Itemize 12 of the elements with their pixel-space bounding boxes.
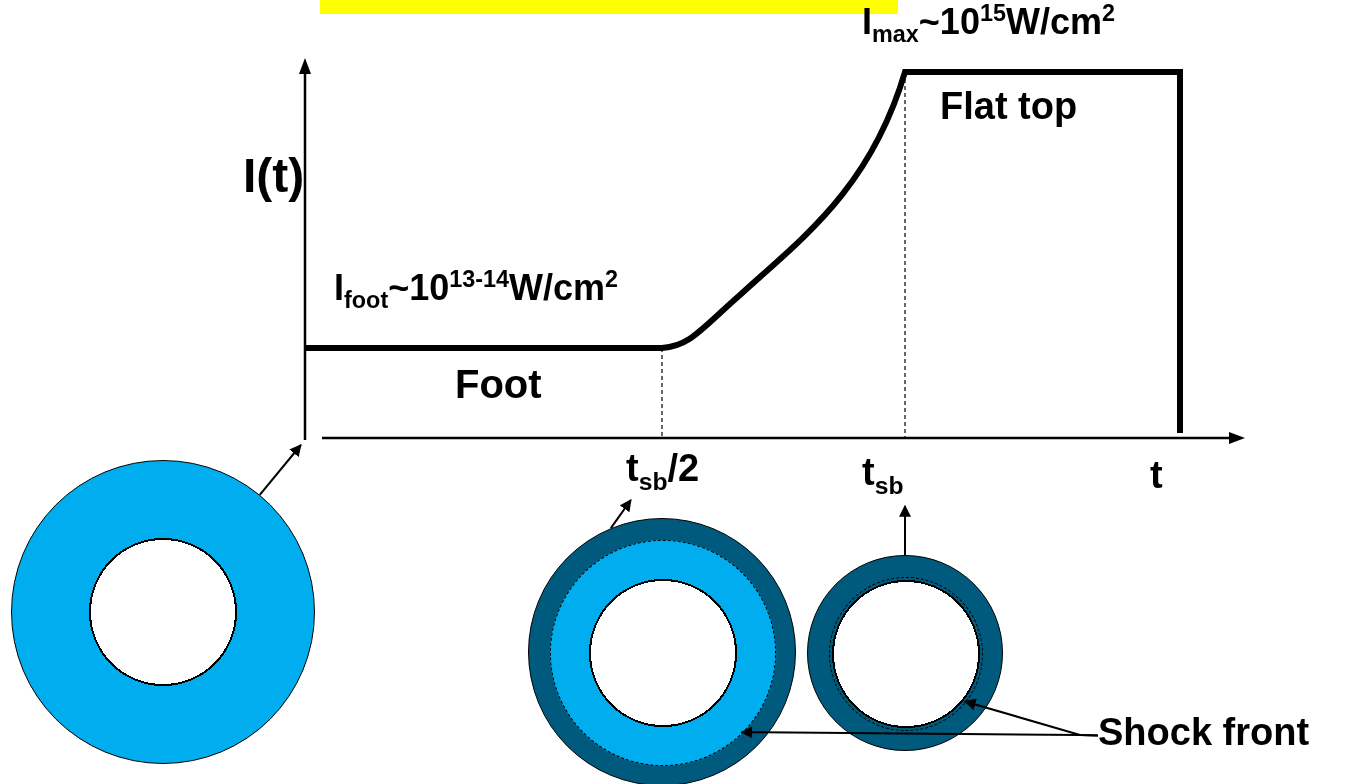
region-label: Foot [455, 362, 542, 406]
time-label: t$_{sb}$ [862, 451, 904, 493]
region-label: Flat top [940, 86, 1078, 128]
callout-text: Shock front [1098, 711, 1310, 753]
axis-label: I(t) [243, 150, 305, 203]
axis-label: t [1150, 455, 1163, 497]
leader-line [963, 698, 1099, 737]
intensity-label: I$_{foot}$~10$^{13-14}$W/cm$^{2}$ [334, 268, 619, 308]
time-label: t$_{sb}$/2 [626, 447, 700, 489]
arrow [899, 504, 911, 556]
arrow [258, 444, 302, 496]
arrow [609, 499, 632, 530]
